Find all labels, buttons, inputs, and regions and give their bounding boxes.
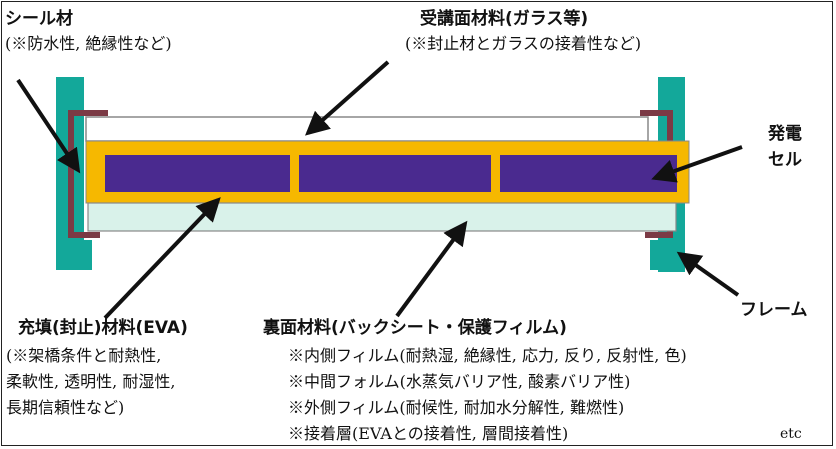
arrow-frame bbox=[676, 251, 740, 297]
eva-note-line: (※架橋条件と耐熱性, bbox=[6, 346, 162, 365]
seal-title: シール材 bbox=[5, 9, 73, 29]
eva-title: 充填(封止)材料(EVA) bbox=[18, 318, 188, 338]
backsheet-title: 裏面材料(バックシート・保護フィルム) bbox=[263, 318, 567, 338]
glass-layer bbox=[85, 116, 649, 142]
solar-cell bbox=[500, 155, 677, 192]
etc-label: etc bbox=[780, 426, 802, 442]
arrow-backsheet bbox=[395, 220, 468, 318]
backsheet-note-line: ※外側フィルム(耐候性, 耐加水分解性, 難燃性) bbox=[288, 398, 625, 417]
backsheet-note-line: ※内側フィルム(耐熱湿, 絶縁性, 応力, 反り, 反射性, 色) bbox=[288, 346, 687, 365]
arrow-seal bbox=[16, 78, 81, 174]
backsheet-layer bbox=[87, 202, 677, 232]
left-frame-inner bbox=[84, 240, 92, 270]
eva-note-line: 長期信頼性など) bbox=[6, 398, 125, 417]
cell-title-1: 発電 bbox=[768, 124, 802, 144]
cell-title-2: セル bbox=[768, 150, 802, 170]
solar-cell bbox=[299, 155, 491, 192]
seal-note: (※防水性, 絶縁性など) bbox=[5, 34, 172, 53]
left-sealant bbox=[68, 110, 108, 238]
glass-title: 受講面材料(ガラス等) bbox=[420, 9, 589, 29]
arrow-glass bbox=[305, 60, 390, 136]
solar-cell bbox=[105, 155, 290, 192]
backsheet-note-line: ※接着層(EVAとの接着性, 層間接着性) bbox=[288, 424, 569, 443]
arrow-cell bbox=[651, 145, 743, 183]
arrow-eva bbox=[103, 197, 221, 320]
eva-note-line: 柔軟性, 透明性, 耐湿性, bbox=[6, 372, 176, 391]
glass-note: (※封止材とガラスの接着性など) bbox=[405, 34, 642, 53]
backsheet-note-line: ※中間フォルム(水蒸気バリア性, 酸素バリア性) bbox=[288, 372, 631, 391]
right-frame-inner bbox=[650, 240, 658, 270]
frame-title: フレーム bbox=[740, 300, 808, 320]
